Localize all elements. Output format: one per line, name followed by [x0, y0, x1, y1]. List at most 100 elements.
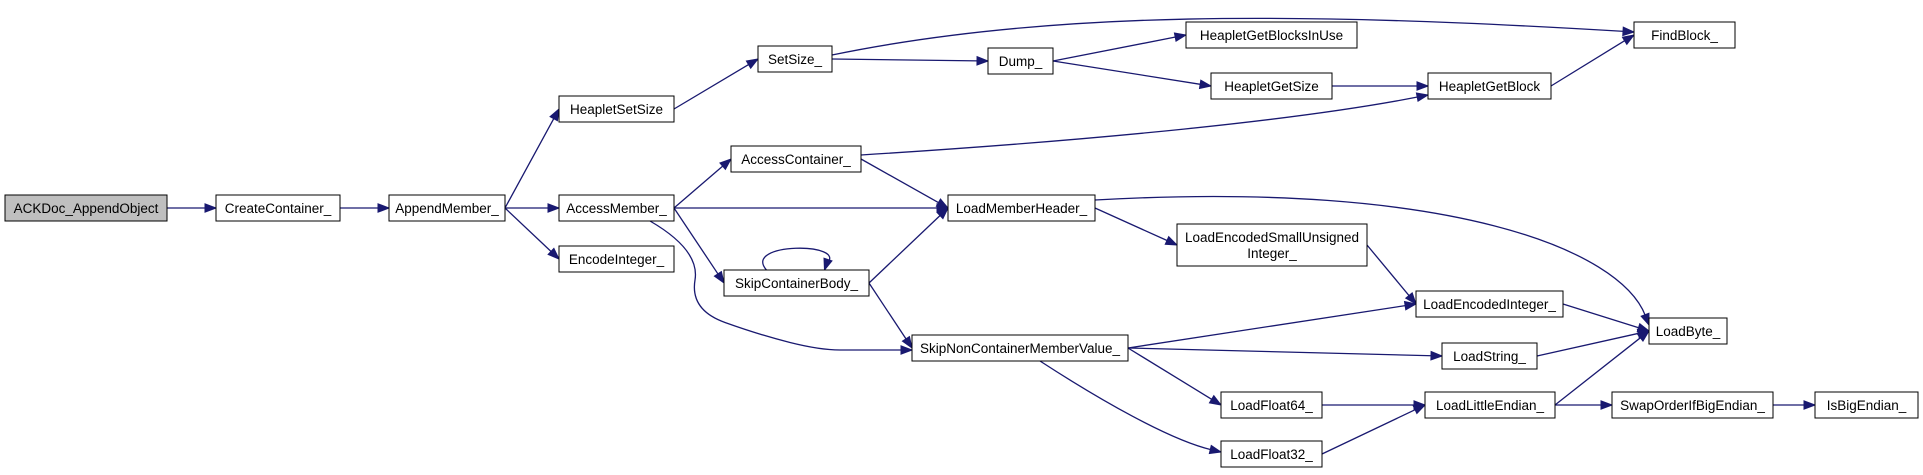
edge-accesscontainer-to-heapletgetblock — [860, 92, 1430, 156]
edge-heapletgetsize-to-heapletgetblock — [1332, 81, 1430, 91]
node-box — [1220, 440, 1323, 468]
edge-accessmember-to-accesscontainer — [673, 158, 733, 209]
node-box — [1415, 290, 1564, 318]
edge-appendmember-to-encodeinteger — [504, 207, 561, 260]
node-appendmember[interactable]: AppendMember_ — [388, 194, 506, 222]
node-label: EncodeInteger_ — [569, 252, 665, 267]
node-label: AccessContainer_ — [741, 152, 851, 167]
node-label: SkipContainerBody_ — [735, 276, 859, 291]
edge-ackdoc-to-createcontainer — [167, 203, 218, 213]
edge-setsize-to-dump — [831, 55, 990, 66]
edge-loadfloat32-to-loadlittleendian — [1321, 404, 1427, 455]
edge-skipcontainerbody-to-skipcontainerbody — [762, 247, 833, 272]
edge-skipnoncontainer-to-loadfloat64 — [1127, 347, 1223, 406]
node-label: HeapletGetBlock — [1439, 79, 1541, 94]
nodes-layer: ACKDoc_AppendObject CreateContainer_ Appen… — [4, 21, 1919, 468]
node-label: IsBigEndian_ — [1827, 398, 1907, 413]
node-skipnoncontainer[interactable]: SkipNonContainerMemberValue_ — [911, 334, 1129, 362]
node-label: LoadEncodedSmallUnsigned — [1185, 230, 1359, 245]
edge-dump-to-heapletgetsize — [1052, 60, 1213, 90]
node-label: HeapletSetSize — [570, 102, 663, 117]
node-box — [730, 145, 862, 173]
node-accesscontainer[interactable]: AccessContainer_ — [730, 145, 862, 173]
node-box — [1176, 223, 1368, 267]
node-loadfloat32[interactable]: LoadFloat32_ — [1220, 440, 1323, 468]
edge-loadfloat64-to-loadlittleendian — [1322, 400, 1427, 410]
node-box — [1633, 21, 1736, 49]
node-box — [4, 194, 168, 222]
node-accessmember[interactable]: AccessMember_ — [558, 194, 675, 222]
node-box — [215, 194, 341, 222]
edge-skipcontainerbody-to-skipnoncontainer — [868, 282, 913, 350]
node-loadstring[interactable]: LoadString_ — [1441, 342, 1538, 370]
edge-loadencodedinteger-to-loadbyte — [1562, 303, 1651, 333]
node-ackdoc[interactable]: ACKDoc_AppendObject — [4, 194, 168, 222]
node-encodeinteger[interactable]: EncodeInteger_ — [558, 245, 675, 273]
node-label: SkipNonContainerMemberValue_ — [920, 341, 1121, 356]
edge-loadstring-to-loadbyte — [1536, 328, 1651, 357]
edge-skipnoncontainer-to-loadstring — [1127, 347, 1444, 361]
edge-accesscontainer-to-loadmemberheader — [860, 158, 950, 209]
node-box — [947, 194, 1096, 222]
edge-skipnoncontainer-to-loadencodedinteger — [1127, 300, 1418, 349]
edges-layer — [167, 17, 1817, 455]
node-heapletgetblock[interactable]: HeapletGetBlock — [1427, 72, 1552, 100]
node-label: FindBlock_ — [1651, 28, 1718, 43]
node-label: LoadFloat32_ — [1230, 447, 1313, 462]
node-box — [1185, 21, 1358, 49]
node-isbigendian[interactable]: IsBigEndian_ — [1814, 391, 1919, 419]
edge-setsize-to-findblock — [831, 17, 1636, 56]
node-swaporder[interactable]: SwapOrderIfBigEndian_ — [1611, 391, 1774, 419]
edge-loadmemberheader-to-loadencodedsmall — [1094, 207, 1179, 246]
node-label: LoadString_ — [1453, 349, 1526, 364]
node-box — [1427, 72, 1552, 100]
node-box — [558, 194, 675, 222]
node-label: SwapOrderIfBigEndian_ — [1620, 398, 1765, 413]
edge-accessmember-to-skipcontainerbody — [673, 207, 725, 285]
edge-accessmember-to-loadmemberheader — [674, 203, 950, 213]
node-label: Dump_ — [999, 54, 1043, 69]
node-loadmemberheader[interactable]: LoadMemberHeader_ — [947, 194, 1096, 222]
node-box — [911, 334, 1129, 362]
node-setsize[interactable]: SetSize_ — [757, 45, 833, 73]
node-box — [558, 95, 675, 123]
edge-appendmember-to-accessmember — [505, 203, 561, 213]
node-label: LoadEncodedInteger_ — [1423, 297, 1556, 312]
node-heapletgetblocksinuse[interactable]: HeapletGetBlocksInUse — [1185, 21, 1358, 49]
node-label: ACKDoc_AppendObject — [14, 201, 159, 216]
edge-accessmember-to-skipnoncontainer — [649, 220, 914, 355]
edge-skipnoncontainer-to-loadfloat32 — [1039, 360, 1223, 455]
node-loadencodedinteger[interactable]: LoadEncodedInteger_ — [1415, 290, 1564, 318]
node-box — [388, 194, 506, 222]
node-box — [1648, 317, 1728, 345]
node-heapletsetsize[interactable]: HeapletSetSize — [558, 95, 675, 123]
edge-dump-to-heapletgetblocksinuse — [1052, 32, 1188, 62]
node-findblock[interactable]: FindBlock_ — [1633, 21, 1736, 49]
edge-loadencodedsmall-to-loadencodedinteger — [1366, 244, 1417, 306]
node-box — [723, 269, 870, 297]
node-label: AccessMember_ — [566, 201, 667, 216]
node-loadbyte[interactable]: LoadByte_ — [1648, 317, 1728, 345]
node-label: AppendMember_ — [395, 201, 499, 216]
node-label: CreateContainer_ — [225, 201, 332, 216]
node-createcontainer[interactable]: CreateContainer_ — [215, 194, 341, 222]
node-label: LoadMemberHeader_ — [956, 201, 1088, 216]
edge-loadlittleendian-to-loadbyte — [1554, 330, 1651, 406]
edge-skipcontainerbody-to-loadmemberheader — [868, 207, 950, 284]
node-dump[interactable]: Dump_ — [987, 47, 1054, 75]
node-heapletgetsize[interactable]: HeapletGetSize — [1210, 72, 1333, 100]
node-label: Integer_ — [1247, 246, 1297, 261]
edge-heapletsetsize-to-setsize — [673, 58, 760, 110]
node-box — [558, 245, 675, 273]
node-label: HeapletGetSize — [1224, 79, 1319, 94]
node-loadfloat64[interactable]: LoadFloat64_ — [1220, 391, 1323, 419]
node-box — [1220, 391, 1323, 419]
node-skipcontainerbody[interactable]: SkipContainerBody_ — [723, 269, 870, 297]
node-label: HeapletGetBlocksInUse — [1200, 28, 1343, 43]
node-box — [1424, 391, 1556, 419]
edge-loadlittleendian-to-swaporder — [1555, 400, 1614, 410]
edge-createcontainer-to-appendmember — [340, 203, 391, 213]
node-loadlittleendian[interactable]: LoadLittleEndian_ — [1424, 391, 1556, 419]
